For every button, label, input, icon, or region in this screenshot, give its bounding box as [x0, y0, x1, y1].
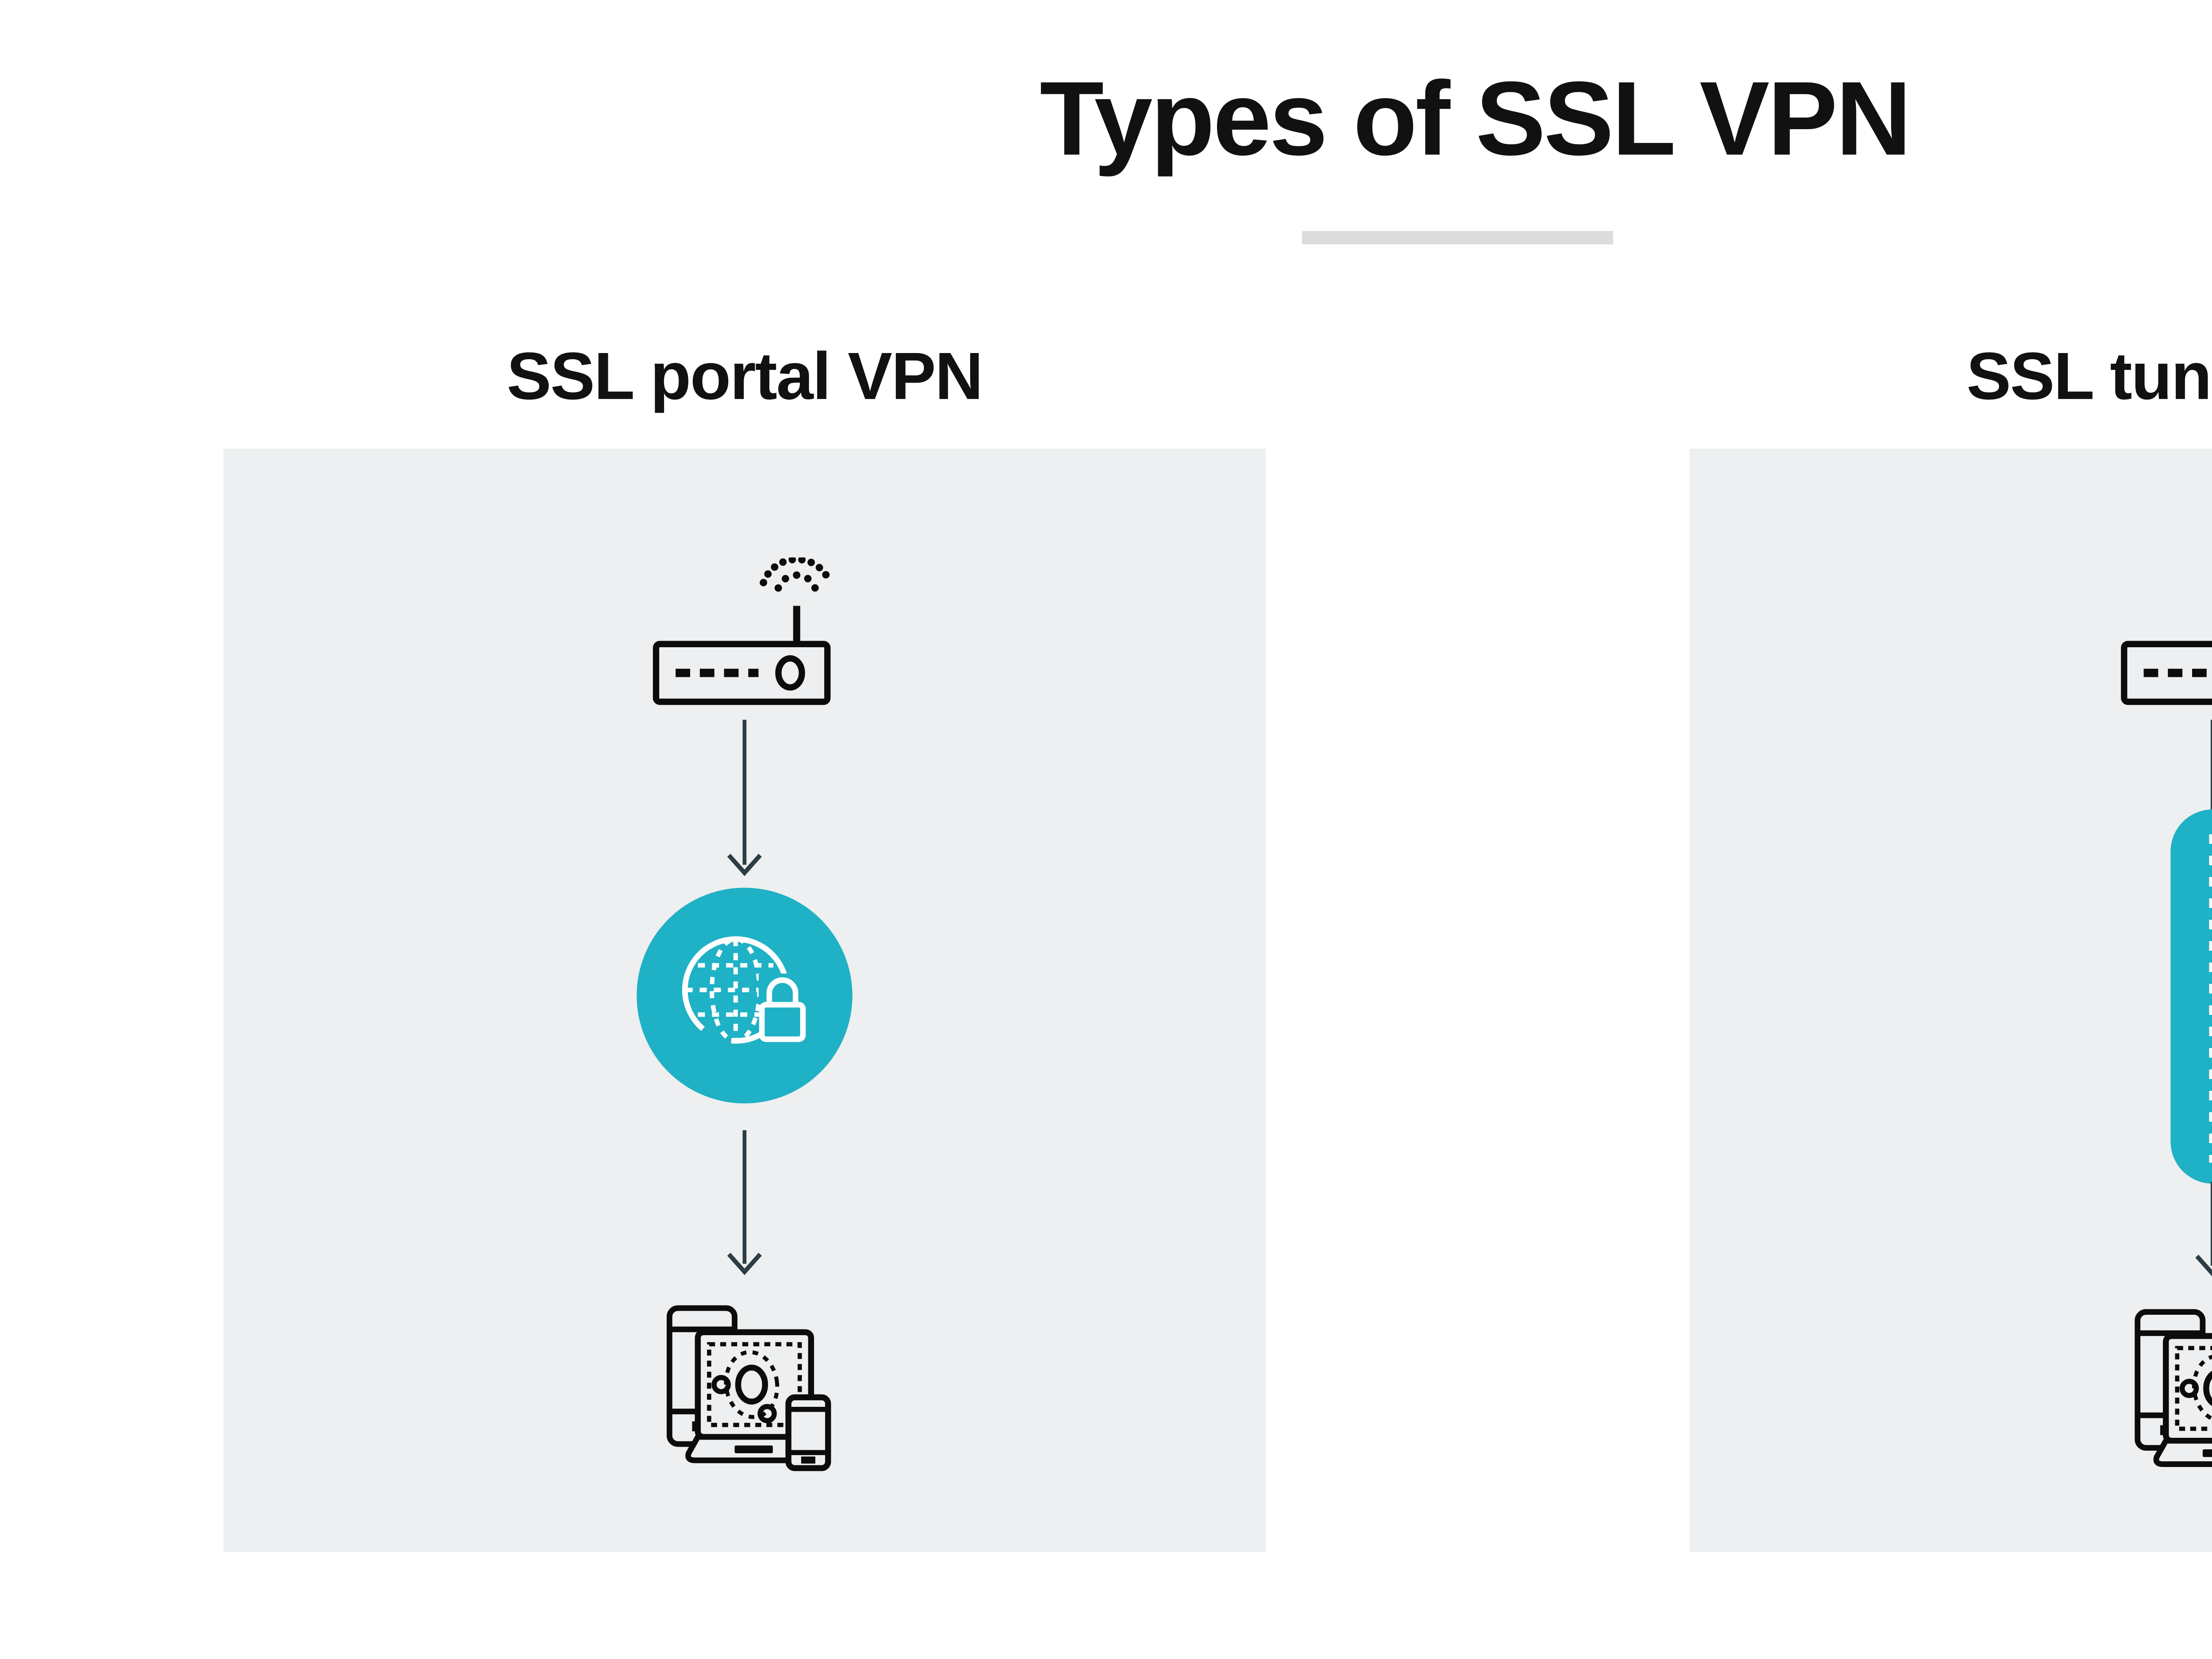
- multi-devices-icon: [657, 1304, 832, 1474]
- arrow-down-icon: [727, 1130, 762, 1275]
- page-title: Types of SSL VPN: [1040, 59, 1912, 178]
- title-divider: [1302, 231, 1613, 245]
- secure-globe-lock-icon: [662, 914, 826, 1078]
- tunnel-dashed-line: [2208, 834, 2212, 1163]
- arrow-down-icon: [727, 719, 762, 876]
- devices-cluster: [2124, 1308, 2212, 1478]
- wifi-router-icon: [2118, 557, 2212, 710]
- secure-globe-circle: [637, 887, 853, 1104]
- encrypted-tunnel-icon: [2170, 809, 2212, 1184]
- arrow-down-icon: [2194, 1182, 2212, 1277]
- multi-devices-icon: [2124, 1308, 2212, 1478]
- devices-cluster: [657, 1304, 832, 1474]
- arrow-stem: [2209, 719, 2212, 811]
- tunnel-panel: [1689, 449, 2212, 1552]
- tunnel-section-heading: SSL tunnel VPN: [1966, 340, 2212, 415]
- portal-section-heading: SSL portal VPN: [507, 340, 983, 415]
- portal-panel: [223, 449, 1266, 1552]
- wifi-router-icon: [651, 557, 838, 710]
